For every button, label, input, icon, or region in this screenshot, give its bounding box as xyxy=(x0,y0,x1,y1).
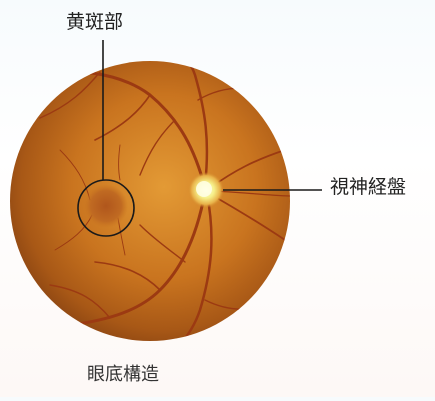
diagram-caption: 眼底構造 xyxy=(87,366,159,384)
macula xyxy=(84,184,128,228)
optic-disc-label: 視神経盤 xyxy=(330,178,406,197)
macula-label: 黄斑部 xyxy=(66,13,123,32)
